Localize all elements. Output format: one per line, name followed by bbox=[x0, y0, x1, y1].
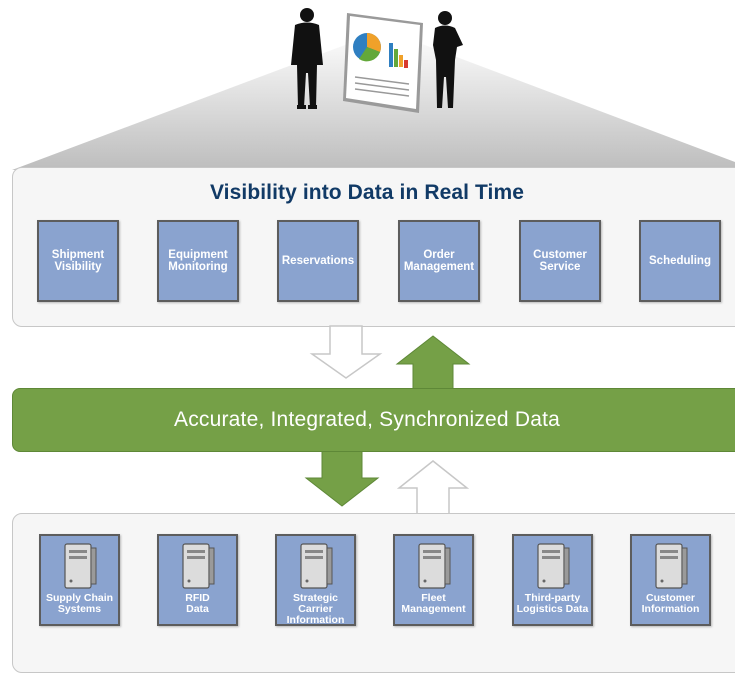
source-label: Strategic Carrier Information bbox=[286, 592, 345, 626]
integration-band: Accurate, Integrated, Synchronized Data bbox=[12, 388, 735, 452]
source-label: Supply Chain Systems bbox=[45, 592, 114, 615]
chart-board-icon bbox=[343, 13, 423, 113]
source-rfid-data: RFID Data bbox=[157, 534, 238, 626]
businessman-icon bbox=[291, 8, 323, 109]
arrow-up-green-icon bbox=[395, 335, 471, 390]
server-icon bbox=[182, 543, 215, 589]
server-icon bbox=[655, 543, 688, 589]
source-third-party-logistics-data: Third-party Logistics Data bbox=[512, 534, 593, 626]
source-label: Fleet Management bbox=[401, 592, 466, 615]
visibility-panel: Visibility into Data in Real Time Shipme… bbox=[12, 167, 735, 327]
integration-band-label: Accurate, Integrated, Synchronized Data bbox=[173, 408, 560, 431]
panel-title: Visibility into Data in Real Time bbox=[209, 181, 525, 204]
businesswoman-icon bbox=[433, 11, 463, 108]
server-icon bbox=[300, 543, 333, 589]
tile-scheduling: Scheduling bbox=[639, 220, 721, 302]
arrow-down-light-icon bbox=[309, 325, 383, 379]
server-icon bbox=[537, 543, 570, 589]
arrow-up-light-icon bbox=[396, 460, 470, 516]
tile-order-management: Order Management bbox=[398, 220, 480, 302]
server-icon bbox=[64, 543, 97, 589]
tile-reservations: Reservations bbox=[277, 220, 359, 302]
server-icon bbox=[418, 543, 451, 589]
source-fleet-management: Fleet Management bbox=[393, 534, 474, 626]
source-label: RFID Data bbox=[185, 592, 210, 615]
tile-customer-service: Customer Service bbox=[519, 220, 601, 302]
source-strategic-carrier-information: Strategic Carrier Information bbox=[275, 534, 356, 626]
arrow-down-green-icon bbox=[304, 450, 380, 507]
source-customer-information: Customer Information bbox=[630, 534, 711, 626]
data-sources-panel: Supply Chain Systems RFID Data Strategic… bbox=[12, 513, 735, 673]
tile-shipment-visibility: Shipment Visibility bbox=[37, 220, 119, 302]
presentation-illustration bbox=[291, 8, 463, 113]
source-label: Third-party Logistics Data bbox=[516, 592, 589, 615]
tile-equipment-monitoring: Equipment Monitoring bbox=[157, 220, 239, 302]
source-supply-chain-systems: Supply Chain Systems bbox=[39, 534, 120, 626]
source-label: Customer Information bbox=[641, 592, 700, 615]
